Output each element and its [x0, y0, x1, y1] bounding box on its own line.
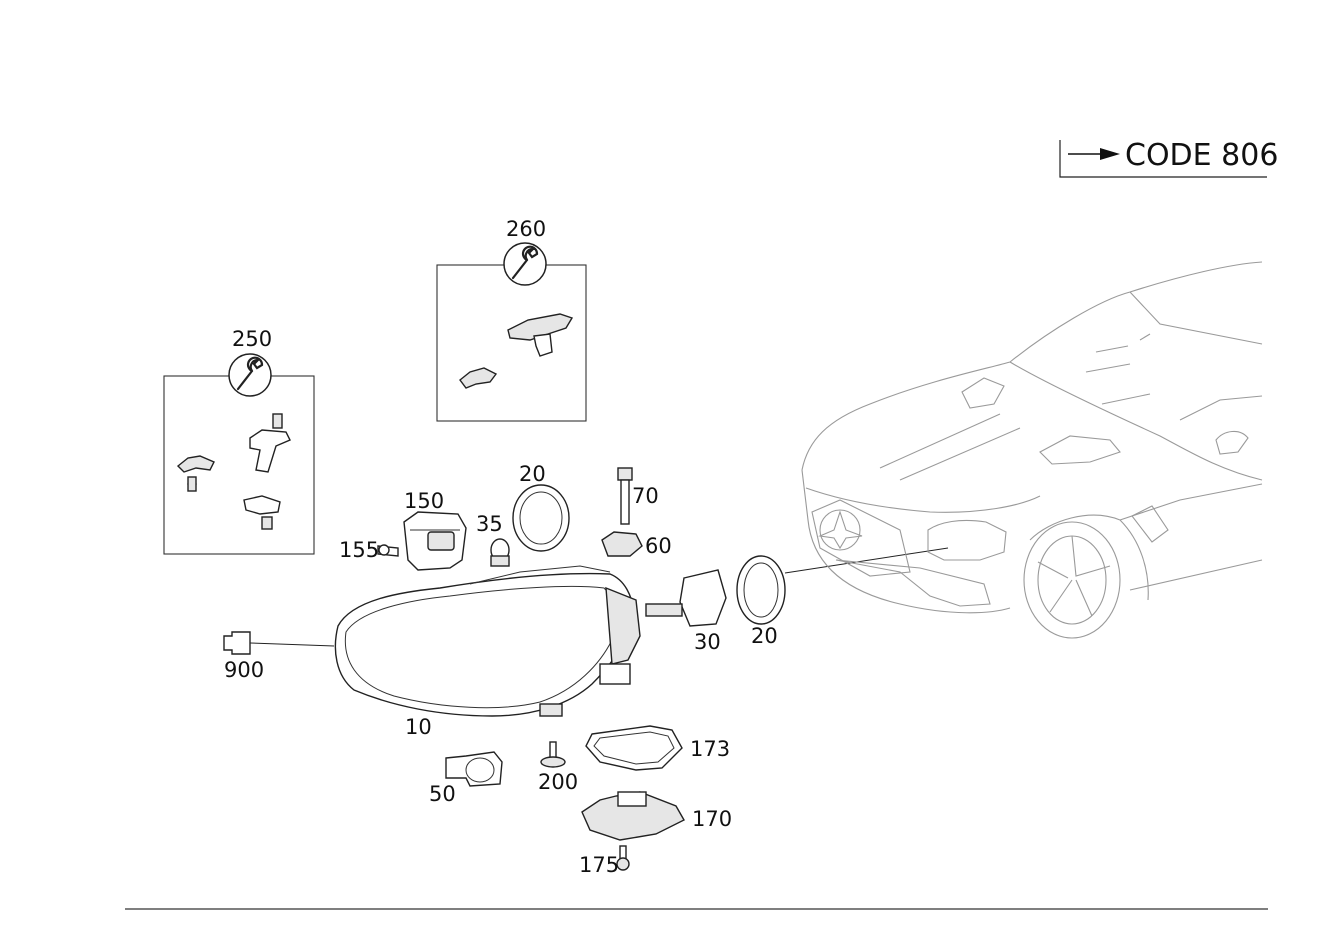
code-806-label: CODE 806 [1125, 138, 1278, 173]
bracket-part-250a [176, 413, 291, 530]
headlamp-part-10 [334, 565, 641, 717]
xenon-bulb-part-30 [645, 569, 727, 627]
callout-155: 155 [339, 538, 379, 562]
callout-200: 200 [538, 770, 578, 794]
callout-10: 10 [405, 715, 432, 739]
bulb-part-35 [490, 538, 510, 567]
callout-labels: 250 260 150 155 35 20 70 60 30 20 900 10… [224, 217, 778, 877]
bracket-part-260 [459, 313, 574, 389]
callout-20-top: 20 [519, 462, 546, 486]
screw-part-200 [540, 741, 566, 768]
ballast-part-150 [403, 511, 467, 571]
kit-260 [436, 242, 587, 422]
arrow-right-icon [1068, 148, 1120, 160]
callout-30: 30 [694, 630, 721, 654]
kit-250 [163, 353, 315, 555]
code-tag: CODE 806 [1059, 138, 1278, 178]
seal-part-173 [585, 725, 683, 771]
screw-part-155 [377, 544, 399, 557]
callout-900: 900 [224, 658, 264, 682]
callout-50: 50 [429, 782, 456, 806]
motor-part-50 [445, 751, 503, 787]
clip-part-60 [601, 531, 643, 557]
callout-175: 175 [579, 853, 619, 877]
wrench-icon [228, 353, 272, 397]
callout-260: 260 [506, 217, 546, 241]
control-unit-part-170 [581, 791, 685, 841]
callout-60: 60 [645, 534, 672, 558]
screw-part-175 [616, 845, 630, 871]
callout-250: 250 [232, 327, 272, 351]
callout-173: 173 [690, 737, 730, 761]
bolt-part-70 [617, 467, 633, 525]
callout-70: 70 [632, 484, 659, 508]
car-illustration [801, 261, 1263, 639]
callout-35: 35 [476, 512, 503, 536]
gasket-part-20-right [736, 547, 949, 625]
callout-150: 150 [404, 489, 444, 513]
callout-170: 170 [692, 807, 732, 831]
connector-part-900 [223, 631, 335, 655]
gasket-part-20-top [512, 484, 570, 552]
callout-20-right: 20 [751, 624, 778, 648]
wrench-icon [503, 242, 547, 286]
